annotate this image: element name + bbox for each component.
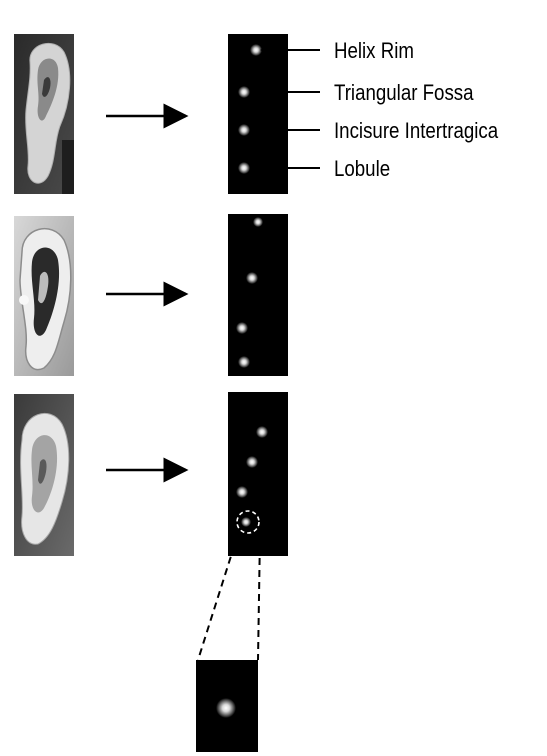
feature-point-marker bbox=[246, 272, 258, 284]
feature-point-marker bbox=[253, 217, 263, 227]
feature-point-marker bbox=[241, 517, 251, 527]
landmark-panel-3 bbox=[228, 392, 288, 556]
feature-point-marker bbox=[236, 322, 248, 334]
feature-point-marker bbox=[238, 162, 250, 174]
label-triangular-fossa: Triangular Fossa bbox=[334, 82, 474, 106]
label-helix-rim: Helix Rim bbox=[334, 40, 414, 64]
feature-point-marker bbox=[256, 426, 268, 438]
feature-point-marker bbox=[216, 698, 236, 718]
ear-photo-2 bbox=[14, 216, 74, 376]
feature-point-marker bbox=[236, 486, 248, 498]
landmark-panel-2 bbox=[228, 214, 288, 376]
zoomed-marker-panel bbox=[196, 660, 258, 752]
feature-point-marker bbox=[250, 44, 262, 56]
feature-point-marker bbox=[238, 86, 250, 98]
feature-point-marker bbox=[246, 456, 258, 468]
ear-photo-3 bbox=[14, 394, 74, 556]
ear-photo-1 bbox=[14, 34, 74, 194]
feature-point-marker bbox=[238, 124, 250, 136]
feature-point-marker bbox=[238, 356, 250, 368]
label-lobule: Lobule bbox=[334, 158, 390, 182]
landmark-panel-1 bbox=[228, 34, 288, 194]
label-incisure-intertragica: Incisure Intertragica bbox=[334, 120, 499, 144]
